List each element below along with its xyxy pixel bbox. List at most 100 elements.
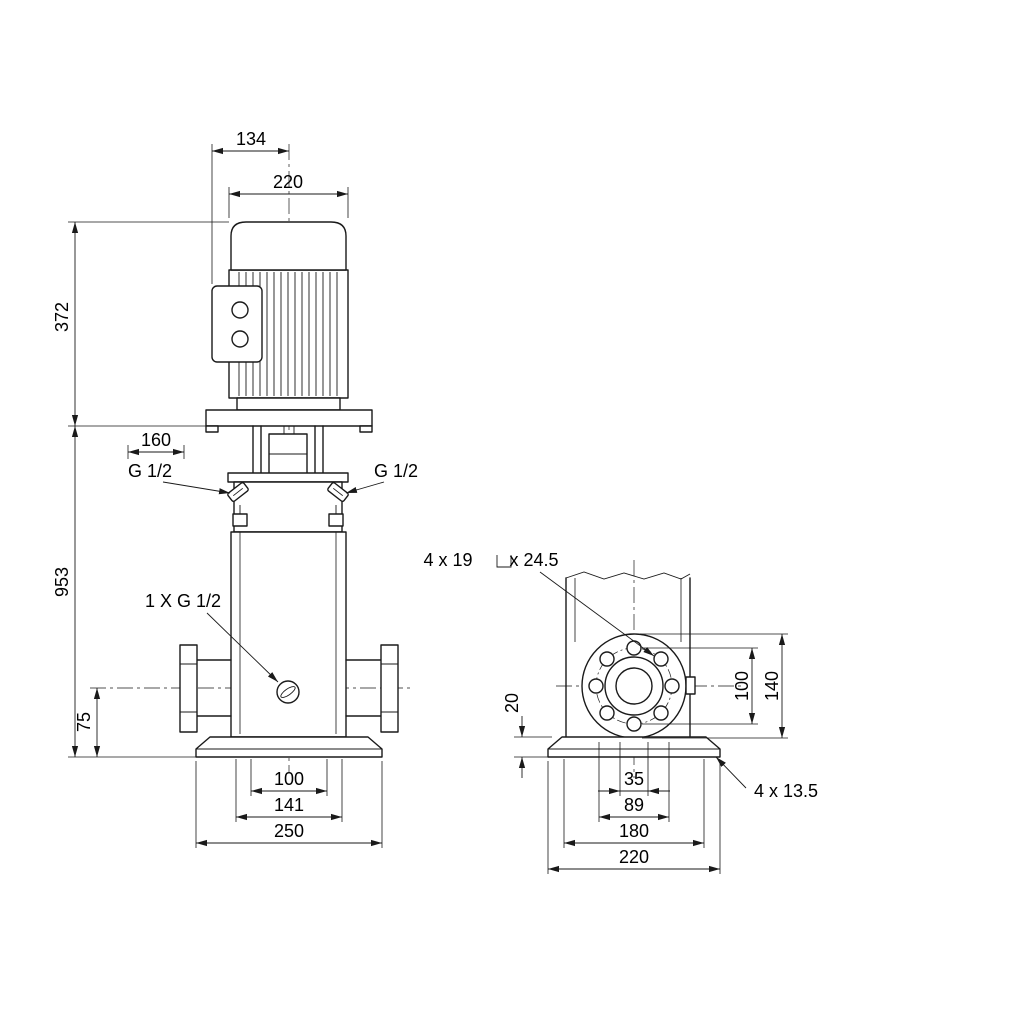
port-pipes [196,659,382,717]
leader-line [345,481,385,494]
ext-lines [547,761,721,874]
dim-100-front-label: 100 [274,769,304,789]
ext-lines [514,736,552,758]
ext-lines [68,221,229,427]
dim-35: 35 [598,742,670,796]
motor-fan-cover [230,221,347,271]
dim-75: 75 [74,688,101,757]
motor [205,221,373,433]
dim-372: 372 [52,221,229,427]
drain-plug-slot [280,686,296,698]
vent-note-right: G 1/2 [345,461,418,494]
dim-75-label: 75 [74,712,94,732]
dim-953: 953 [52,426,196,758]
front-view: 134 220 372 953 160 [52,129,418,848]
dim-180-label: 180 [619,821,649,841]
outer-sleeve [230,531,347,738]
vent-right-label: G 1/2 [374,461,418,481]
terminal-box-gland-bottom [231,330,249,348]
plug-slot-right [332,487,344,497]
side-body [565,571,691,738]
dim-100-side: 100 [642,647,758,725]
dim-141: 141 [235,759,343,822]
plate-tab-left [205,425,219,433]
base-hole-note-label: 4 x 13.5 [754,781,818,801]
plug-slot-left [232,487,244,497]
leader-line [206,612,279,683]
dim-250: 250 [195,761,383,848]
ext-lines [598,742,670,822]
side-dimensions: 4 x 19 x 24.5 20 100 140 [423,550,818,874]
vent-note-left: G 1/2 [128,461,231,495]
break-line [565,571,691,580]
dim-220-side: 220 [547,761,721,874]
shaft-lines [283,426,295,480]
dim-220-front-label: 220 [273,172,303,192]
bolt-holes [588,640,680,732]
dim-160: 160 [127,430,185,459]
dim-20-label: 20 [502,693,522,713]
pump-head [227,472,349,533]
drain-plug-boss [276,680,300,704]
dim-141-label: 141 [274,795,304,815]
bolt-hole [653,705,669,721]
suction-flange [179,644,198,733]
flange-hole-note: 4 x 19 x 24.5 [423,550,655,657]
side-flange [581,633,696,739]
staybolt-studs [239,505,337,514]
side-base [547,736,721,758]
dim-140-label: 140 [762,671,782,701]
flange-bolt-marks [180,663,398,713]
counterbore-symbol [496,555,512,568]
flange-hole-note-label: 4 x 19 [423,550,472,570]
bolt-hole [599,705,615,721]
drain-note: 1 X G 1/2 [145,591,279,683]
base-block-front [195,736,383,758]
motor-flange-neck [236,397,341,411]
dim-220-front: 220 [228,172,349,218]
chamber-stack [230,531,347,738]
ext-lines [640,633,788,739]
leader-line [539,571,655,657]
dim-250-label: 250 [274,821,304,841]
leader-line [162,481,231,495]
head-block [233,481,343,533]
stool-sides [252,425,324,481]
dim-160-label: 160 [141,430,171,450]
dim-372-label: 372 [52,302,72,332]
side-tab [685,676,696,695]
staybolt-nut-right [328,513,344,527]
dim-220-side-label: 220 [619,847,649,867]
ext-lines [235,759,343,822]
dim-140: 140 [640,633,788,739]
dim-89-label: 89 [624,795,644,815]
dim-180: 180 [563,759,705,848]
bolt-hole [588,678,604,694]
front-dimensions: 134 220 372 953 160 [52,129,418,848]
terminal-box-gland-top [231,301,249,319]
ext-lines [195,761,383,848]
body-inner-lines [574,578,682,642]
dim-100-side-label: 100 [732,671,752,701]
leader-line [715,756,747,789]
motor-stool [252,425,324,481]
ports [179,644,399,733]
dim-20: 20 [502,693,552,778]
vent-plug-left-fitting [227,482,249,502]
bolt-hole [599,651,615,667]
dim-134-label: 134 [236,129,266,149]
bolt-hole [664,678,680,694]
side-view: 4 x 19 x 24.5 20 100 140 [423,550,818,874]
raised-face-circle [604,656,664,716]
body-outline [565,577,691,738]
terminal-box [211,285,263,363]
drain-note-label: 1 X G 1/2 [145,591,221,611]
bore-circle [615,667,653,705]
ext-lines [619,742,649,796]
dim-89: 89 [598,742,670,822]
base-hole-note: 4 x 13.5 [715,756,818,801]
dim-134: 134 [211,129,289,284]
bolt-hole [626,716,642,732]
